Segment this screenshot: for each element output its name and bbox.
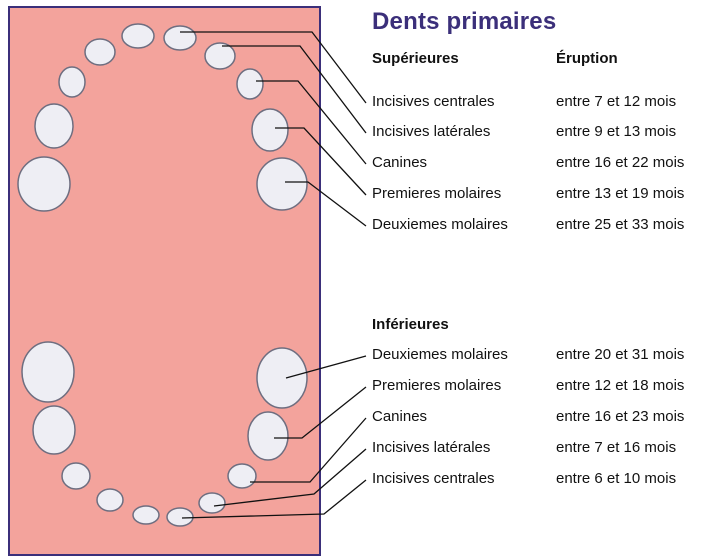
tooth-upper-left-central-incisor xyxy=(122,24,154,48)
tooth-name: Premieres molaires xyxy=(372,185,501,202)
tooth-name: Incisives centrales xyxy=(372,93,495,110)
diagram-title: Dents primaires xyxy=(372,8,556,36)
lower-row-lateral-incisors: Incisives latérales entre 7 et 16 mois xyxy=(372,439,712,461)
tooth-upper-right-second-molar xyxy=(257,158,307,210)
upper-header: Supérieures xyxy=(372,50,459,67)
tooth-upper-right-central-incisor xyxy=(164,26,196,50)
eruption-range: entre 13 et 19 mois xyxy=(556,185,684,202)
upper-row-first-molars: Premieres molaires entre 13 et 19 mois xyxy=(372,185,712,207)
upper-row-lateral-incisors: Incisives latérales entre 9 et 13 mois xyxy=(372,123,712,145)
upper-row-canines: Canines entre 16 et 22 mois xyxy=(372,154,712,176)
tooth-name: Canines xyxy=(372,408,427,425)
lower-row-second-molars: Deuxiemes molaires entre 20 et 31 mois xyxy=(372,346,712,368)
eruption-range: entre 12 et 18 mois xyxy=(556,377,684,394)
eruption-range: entre 7 et 12 mois xyxy=(556,93,676,110)
tooth-lower-left-second-molar xyxy=(22,342,74,402)
eruption-range: entre 20 et 31 mois xyxy=(556,346,684,363)
tooth-name: Incisives latérales xyxy=(372,123,490,140)
lower-row-central-incisors: Incisives centrales entre 6 et 10 mois xyxy=(372,470,712,492)
tooth-lower-right-central-incisor xyxy=(167,508,193,526)
tooth-name: Premieres molaires xyxy=(372,377,501,394)
upper-row-central-incisors: Incisives centrales entre 7 et 12 mois xyxy=(372,93,712,115)
tooth-lower-right-canine xyxy=(228,464,256,488)
upper-row-second-molars: Deuxiemes molaires entre 25 et 33 mois xyxy=(372,216,712,238)
eruption-range: entre 16 et 23 mois xyxy=(556,408,684,425)
eruption-range: entre 9 et 13 mois xyxy=(556,123,676,140)
eruption-range: entre 6 et 10 mois xyxy=(556,470,676,487)
tooth-upper-right-lateral-incisor xyxy=(205,43,235,69)
tooth-name: Incisives latérales xyxy=(372,439,490,456)
tooth-name: Incisives centrales xyxy=(372,470,495,487)
upper-teeth xyxy=(18,24,307,211)
tooth-upper-right-first-molar xyxy=(252,109,288,151)
tooth-upper-left-canine xyxy=(59,67,85,97)
tooth-lower-left-first-molar xyxy=(33,406,75,454)
tooth-upper-left-lateral-incisor xyxy=(85,39,115,65)
tooth-lower-right-lateral-incisor xyxy=(199,493,225,513)
eruption-range: entre 25 et 33 mois xyxy=(556,216,684,233)
tooth-name: Canines xyxy=(372,154,427,171)
eruption-range: entre 7 et 16 mois xyxy=(556,439,676,456)
tooth-lower-right-second-molar xyxy=(257,348,307,408)
tooth-lower-right-first-molar xyxy=(248,412,288,460)
tooth-name: Deuxiemes molaires xyxy=(372,346,508,363)
lower-row-canines: Canines entre 16 et 23 mois xyxy=(372,408,712,430)
tooth-lower-left-central-incisor xyxy=(133,506,159,524)
tooth-upper-right-canine xyxy=(237,69,263,99)
eruption-header: Éruption xyxy=(556,50,618,67)
leader-upper-central-incisors xyxy=(180,32,366,103)
lower-row-first-molars: Premieres molaires entre 12 et 18 mois xyxy=(372,377,712,399)
tooth-upper-left-first-molar xyxy=(35,104,73,148)
tooth-lower-left-canine xyxy=(62,463,90,489)
tooth-lower-left-lateral-incisor xyxy=(97,489,123,511)
eruption-range: entre 16 et 22 mois xyxy=(556,154,684,171)
lower-header: Inférieures xyxy=(372,316,449,333)
tooth-name: Deuxiemes molaires xyxy=(372,216,508,233)
tooth-upper-left-second-molar xyxy=(18,157,70,211)
lower-teeth xyxy=(22,342,307,526)
